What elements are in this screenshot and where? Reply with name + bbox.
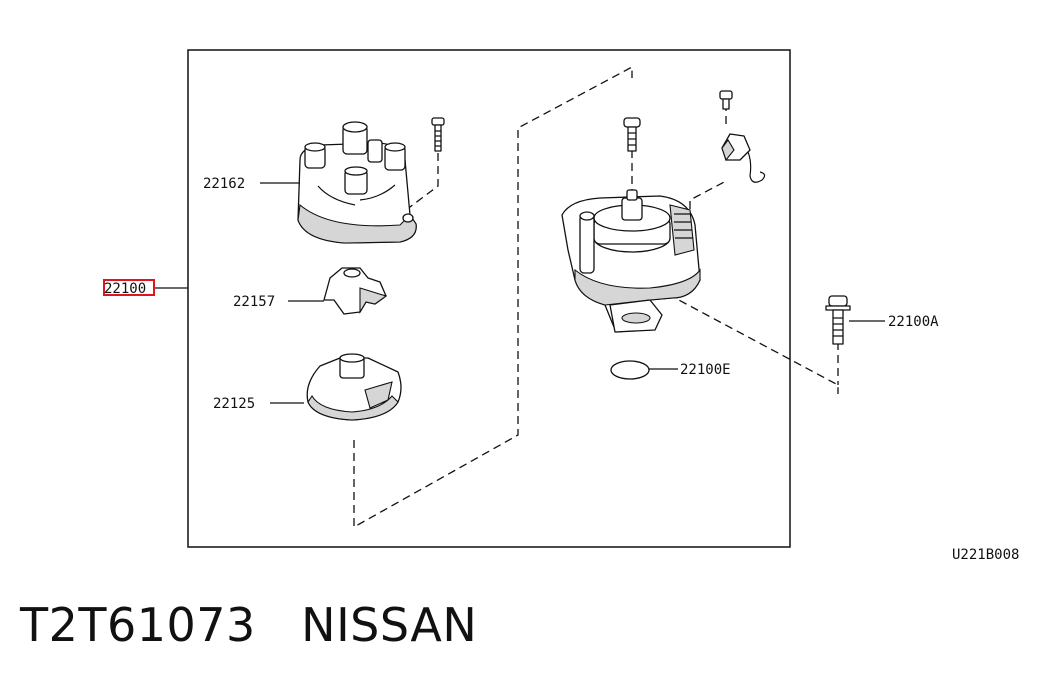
sensor-clip-icon [719, 90, 766, 183]
screw-icon [431, 117, 445, 152]
assembly-guide-line [405, 152, 439, 211]
callout-22125[interactable]: 22125 [213, 396, 255, 412]
rotor-icon [323, 267, 388, 315]
callout-22100a[interactable]: 22100A [888, 314, 939, 330]
callout-22162[interactable]: 22162 [203, 176, 245, 192]
o-ring-icon [610, 360, 650, 380]
distributor-cap-icon [297, 121, 417, 244]
screw-icon [623, 117, 641, 152]
callout-22100[interactable]: 22100 [104, 281, 146, 297]
brand-name: NISSAN [301, 598, 478, 652]
diagram-code: U221B008 [952, 547, 1019, 563]
page-title: T2T61073 NISSAN [20, 598, 477, 652]
callout-22100e[interactable]: 22100E [680, 362, 731, 378]
assembly-guide-line [353, 65, 633, 529]
shield-icon [306, 353, 402, 421]
part-number: T2T61073 [20, 598, 256, 652]
assembly-guide-line [689, 179, 729, 222]
diagram-frame [187, 49, 791, 548]
distributor-housing-icon [561, 189, 701, 333]
callout-highlight-box [103, 279, 155, 296]
bolt-icon [825, 295, 851, 345]
assembly-guide-line [644, 281, 839, 394]
callout-22157[interactable]: 22157 [233, 294, 275, 310]
parts-diagram: 22100 22162 22157 22125 22100A 22100E U2… [103, 49, 1019, 563]
